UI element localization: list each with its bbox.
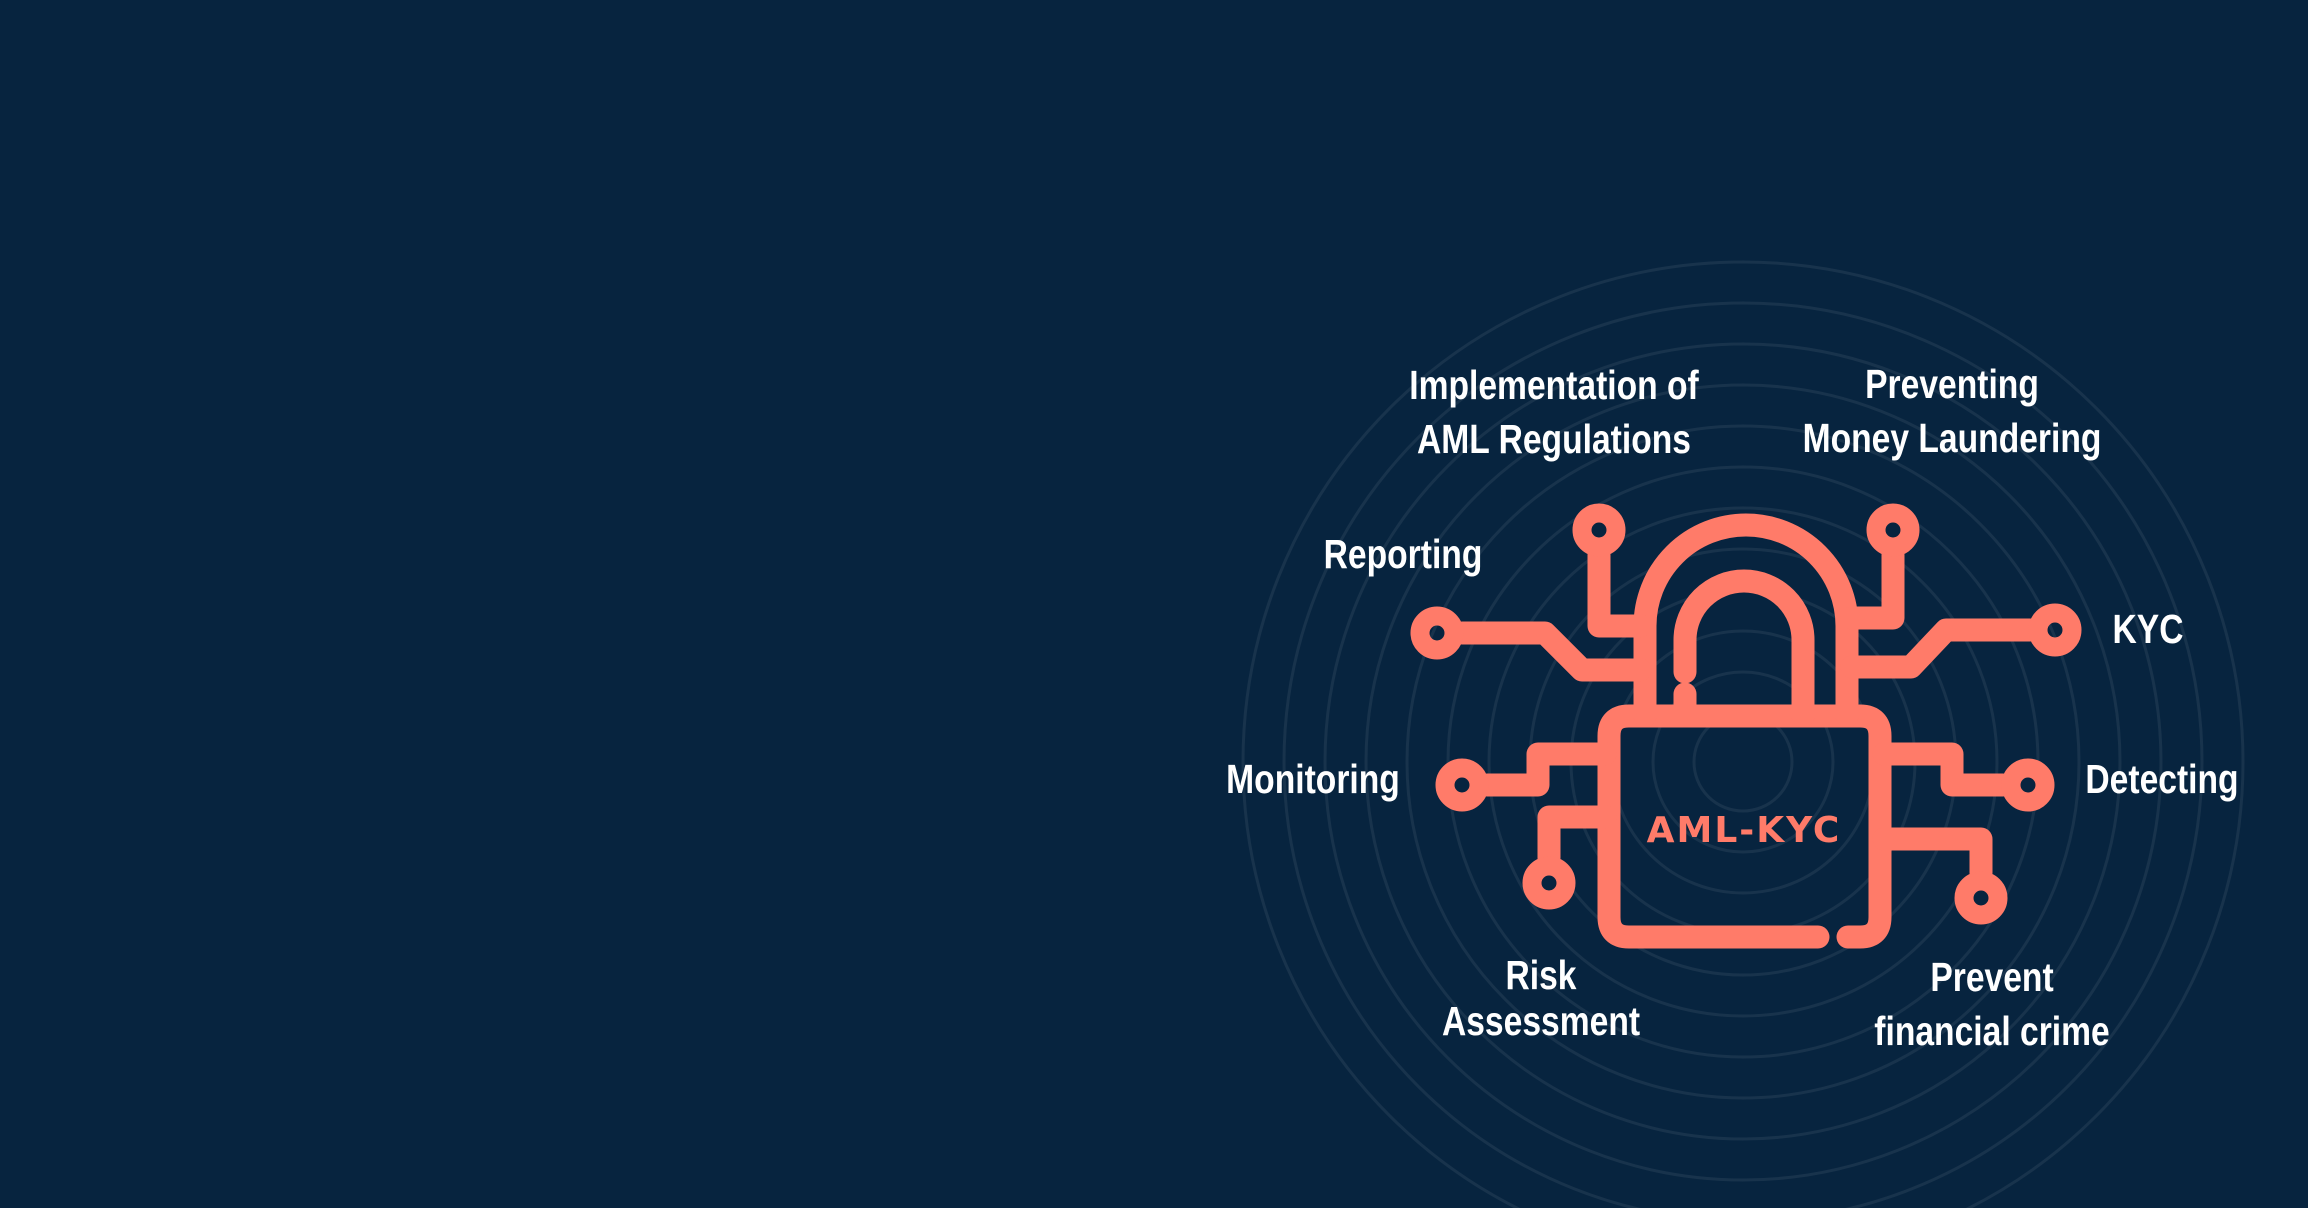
label-risk: Risk Assessment: [1442, 952, 1640, 1044]
label-line: AML Regulations: [1417, 416, 1691, 462]
ring: [1405, 424, 2081, 1100]
label-detecting: Detecting: [2085, 752, 2238, 806]
node-preventing: [1866, 503, 1920, 557]
label-line: Detecting: [2085, 756, 2239, 802]
label-line: Assessment: [1441, 998, 1641, 1044]
lock-body: [1597, 704, 1892, 949]
circuit-line-preventing: [1840, 543, 1905, 630]
node-detecting: [2001, 758, 2055, 812]
circuit-line-kyc: [1840, 618, 2042, 679]
ring: [1569, 588, 1917, 936]
label-implementation: Implementation of AML Regulations: [1409, 358, 1699, 466]
node-risk: [1522, 856, 1576, 910]
label-line: Prevent: [1930, 954, 2054, 1000]
label-line: Implementation of: [1409, 362, 1699, 408]
ring: [1282, 301, 2204, 1208]
label-kyc: KYC: [2113, 602, 2184, 656]
label-line: Monitoring: [1226, 756, 1400, 802]
label-line: financial crime: [1874, 1008, 2110, 1054]
ring: [1241, 260, 2245, 1208]
node-prevent: [1954, 871, 2008, 925]
lock-shackle-inner: [1673, 569, 1815, 728]
circuit-line-implementation: [1587, 543, 1652, 638]
label-line: Risk: [1505, 952, 1577, 998]
center-label: AML-KYC: [1647, 810, 1842, 851]
ring: [1651, 670, 1835, 854]
lock-shackle-outer: [1633, 513, 1859, 728]
label-line: Preventing: [1865, 361, 2039, 407]
label-preventing: Preventing Money Laundering: [1803, 357, 2102, 465]
circuit-line-prevent: [1872, 827, 1993, 885]
ring: [1323, 342, 2163, 1182]
circuit-line-risk: [1537, 805, 1617, 870]
label-line: KYC: [2112, 606, 2184, 652]
circuit-line-reporting: [1450, 621, 1652, 682]
circuit-line-detecting: [1872, 742, 2015, 797]
label-line: Money Laundering: [1802, 415, 2102, 461]
label-prevent: Prevent financial crime: [1874, 950, 2109, 1058]
padlock-circuit-icon: [1410, 503, 2082, 949]
ring: [1364, 383, 2122, 1141]
label-monitoring: Monitoring: [1226, 752, 1400, 806]
circuit-line-monitoring: [1475, 742, 1617, 797]
ring: [1487, 506, 1999, 1018]
node-monitoring: [1435, 758, 1489, 812]
node-reporting: [1410, 606, 1464, 660]
ring: [1692, 711, 1794, 813]
node-kyc: [2028, 603, 2082, 657]
node-implementation: [1572, 503, 1626, 557]
label-line: Reporting: [1323, 531, 1483, 577]
label-reporting: Reporting: [1324, 527, 1483, 581]
